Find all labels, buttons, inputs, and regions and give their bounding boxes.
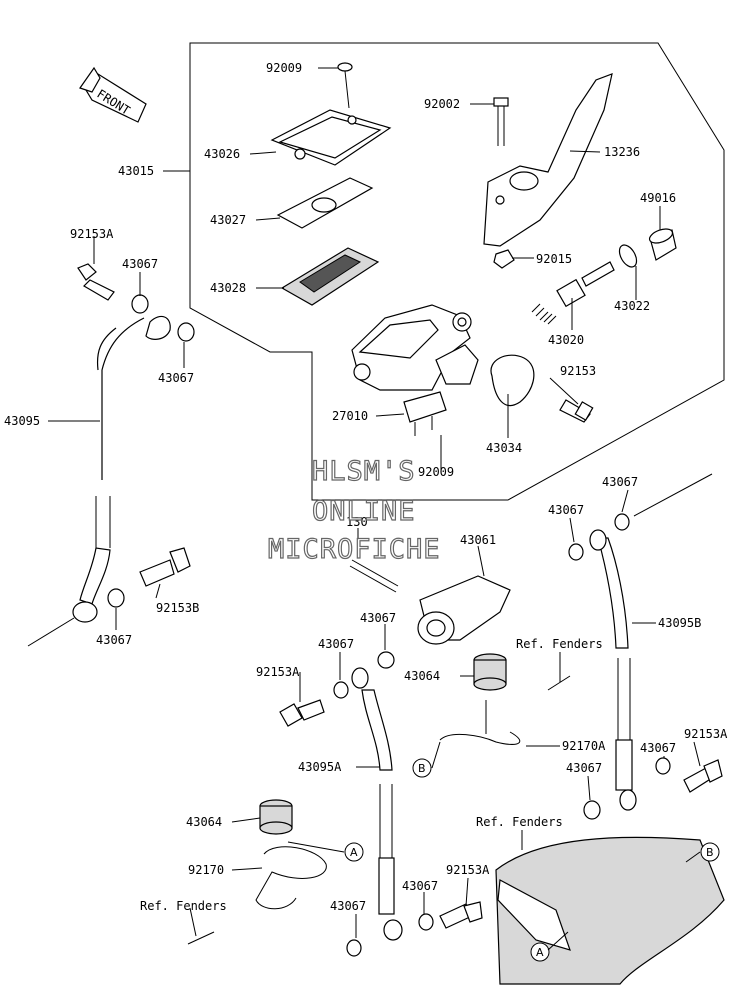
part-label: 43095A xyxy=(298,760,342,774)
part-label: 130 xyxy=(346,515,368,529)
part-label: 92153A xyxy=(684,727,728,741)
callout-a-2: A xyxy=(530,942,550,962)
clamp xyxy=(490,354,535,407)
part-label: 43022 xyxy=(614,299,650,313)
callout-a-1: A xyxy=(344,842,364,862)
piston-assembly xyxy=(531,261,615,325)
washer-mid-3 xyxy=(418,913,434,931)
part-label: 92153B xyxy=(156,601,199,615)
svg-text:HLSM'S: HLSM'S xyxy=(312,456,416,487)
callout-b-2: B xyxy=(700,842,720,862)
part-label: 92153A xyxy=(70,227,114,241)
screw-92009 xyxy=(337,62,353,109)
svg-text:ONLINE: ONLINE xyxy=(312,496,416,527)
part-label: 43067 xyxy=(122,257,158,271)
part-label: 43067 xyxy=(402,879,438,893)
part-label: 43064 xyxy=(404,669,440,683)
part-label: 92170A xyxy=(562,739,606,753)
part-label: 43067 xyxy=(330,899,366,913)
svg-text:B: B xyxy=(418,762,426,775)
part-label: 43064 xyxy=(186,815,222,829)
part-label: 43027 xyxy=(210,213,246,227)
washer-right-1 xyxy=(583,800,601,820)
part-label: 92153A xyxy=(446,863,490,877)
hose-43095A xyxy=(361,689,393,771)
part-label: 43015 xyxy=(118,164,154,178)
part-label: 92009 xyxy=(266,61,302,75)
nut-92015 xyxy=(493,249,515,269)
part-label: 43095 xyxy=(4,414,40,428)
bolt-92153A-right xyxy=(683,759,723,793)
part-label: 43067 xyxy=(566,761,602,775)
part-label: 92002 xyxy=(424,97,460,111)
group-outline xyxy=(189,42,725,501)
svg-text:B: B xyxy=(706,846,714,859)
part-label: 92153 xyxy=(560,364,596,378)
clamp-92170 xyxy=(255,846,327,910)
hose-43095 xyxy=(96,317,145,480)
clamp-92170A xyxy=(439,700,521,745)
bolt-92153A-bottom xyxy=(439,901,483,929)
junction-43061 xyxy=(417,575,511,645)
part-label: 13236 xyxy=(604,145,640,159)
part-label: 43028 xyxy=(210,281,246,295)
grommet-upper xyxy=(473,653,507,691)
part-label: 92009 xyxy=(418,465,454,479)
brake-switch xyxy=(403,391,447,436)
part-label: 43067 xyxy=(640,741,676,755)
part-label: 92015 xyxy=(536,252,572,266)
part-label: 43061 xyxy=(460,533,496,547)
part-label: 43034 xyxy=(486,441,522,455)
ref-fenders-label: Ref. Fenders xyxy=(476,815,563,829)
master-cylinder-body xyxy=(351,304,479,391)
part-label: 43067 xyxy=(360,611,396,625)
part-label: 43067 xyxy=(318,637,354,651)
callout-b-1: B xyxy=(412,758,432,778)
part-label: 92153A xyxy=(256,665,300,679)
washer-lower xyxy=(107,588,125,608)
washer-mid-1 xyxy=(333,681,349,699)
part-label: 43067 xyxy=(96,633,132,647)
svg-text:A: A xyxy=(350,846,358,859)
washer-mid-2 xyxy=(346,939,362,957)
svg-text:MICROFICHE: MICROFICHE xyxy=(268,534,441,565)
washer-center-2 xyxy=(377,651,395,669)
part-label: 43067 xyxy=(158,371,194,385)
watermark: HLSM'S ONLINE MICROFICHE xyxy=(267,455,441,565)
washer-upper-1 xyxy=(131,294,149,314)
hose-43095B xyxy=(597,537,629,649)
bolt-92153A-left xyxy=(279,699,325,727)
bolt-92153B xyxy=(139,547,191,587)
svg-text:A: A xyxy=(536,946,544,959)
washer-upper-2 xyxy=(177,322,195,342)
part-label: 49016 xyxy=(640,191,676,205)
bolt-92153A-upper xyxy=(77,263,115,301)
part-label: 43020 xyxy=(548,333,584,347)
washer-right-top xyxy=(614,513,630,531)
fender xyxy=(495,836,725,985)
brake-lever xyxy=(483,73,613,247)
part-label: 43026 xyxy=(204,147,240,161)
dust-seal xyxy=(618,244,638,268)
part-label: 43095B xyxy=(658,616,701,630)
part-label: 92170 xyxy=(188,863,224,877)
bolt-92153 xyxy=(559,399,594,423)
front-arrow-icon: FRONT xyxy=(79,66,147,123)
washer-center-1 xyxy=(568,543,584,561)
part-label: 43067 xyxy=(602,475,638,489)
grommet-lower xyxy=(259,799,293,835)
part-label: 27010 xyxy=(332,409,368,423)
leader-lines xyxy=(48,67,701,951)
washer-right-2 xyxy=(655,757,671,775)
part-labels: 92009 92002 43026 13236 43015 49016 4302… xyxy=(4,61,728,913)
pivot-bolt xyxy=(493,97,509,146)
ref-fenders-label: Ref. Fenders xyxy=(140,899,227,913)
ref-fenders-label: Ref. Fenders xyxy=(516,637,603,651)
part-label: 43067 xyxy=(548,503,584,517)
